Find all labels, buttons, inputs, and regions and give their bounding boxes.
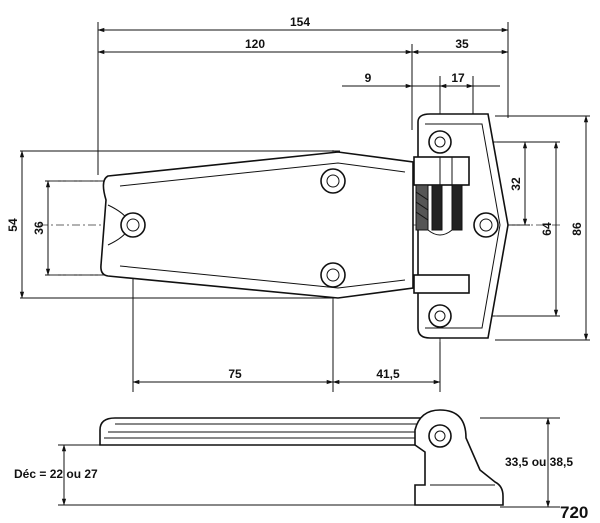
dim-hole-75: 75: [228, 367, 242, 381]
model-number: 720: [560, 503, 588, 522]
dim-hole-41-5: 41,5: [376, 367, 400, 381]
extension-lines: [20, 22, 590, 392]
dim-plate-height: 54: [6, 218, 20, 232]
dimension-lines: [19, 27, 589, 385]
hole-knuckle-bottom: [428, 304, 452, 328]
hole-knuckle-mid: [473, 212, 499, 238]
dim-knuckle-86: 86: [570, 222, 584, 236]
hinge-plate: [100, 151, 414, 299]
dim-knuckle-width: 35: [455, 37, 469, 51]
hinge-knuckle: [413, 113, 509, 339]
hole-plate-end: [120, 212, 146, 238]
dim-offset-9: 9: [365, 71, 372, 85]
knuckle-sleeve-bottom: [413, 274, 470, 294]
dim-plate-hole-spacing: 36: [32, 221, 46, 235]
side-pivot: [428, 424, 452, 448]
hole-plate-top: [320, 168, 346, 194]
dim-knuckle-64: 64: [540, 222, 554, 236]
spring-section: [415, 184, 463, 236]
dim-knuckle-32: 32: [509, 177, 523, 191]
dim-offset-17: 17: [451, 71, 465, 85]
hole-knuckle-top: [428, 130, 452, 154]
dimension-labels: 154 120 35 9 17 54 36 32 64 86 75 41,5: [6, 15, 584, 381]
hole-plate-bottom: [320, 262, 346, 288]
height-label: 33,5 ou 38,5: [505, 455, 573, 469]
mounting-holes: [120, 130, 499, 328]
side-knuckle: [414, 409, 504, 506]
knuckle-sleeve-top: [413, 156, 470, 186]
dim-overall-length: 154: [290, 15, 310, 29]
dim-plate-length: 120: [245, 37, 265, 51]
side-view: Déc = 22 ou 27 33,5 ou 38,5: [14, 409, 573, 508]
offset-label: Déc = 22 ou 27: [14, 467, 98, 481]
